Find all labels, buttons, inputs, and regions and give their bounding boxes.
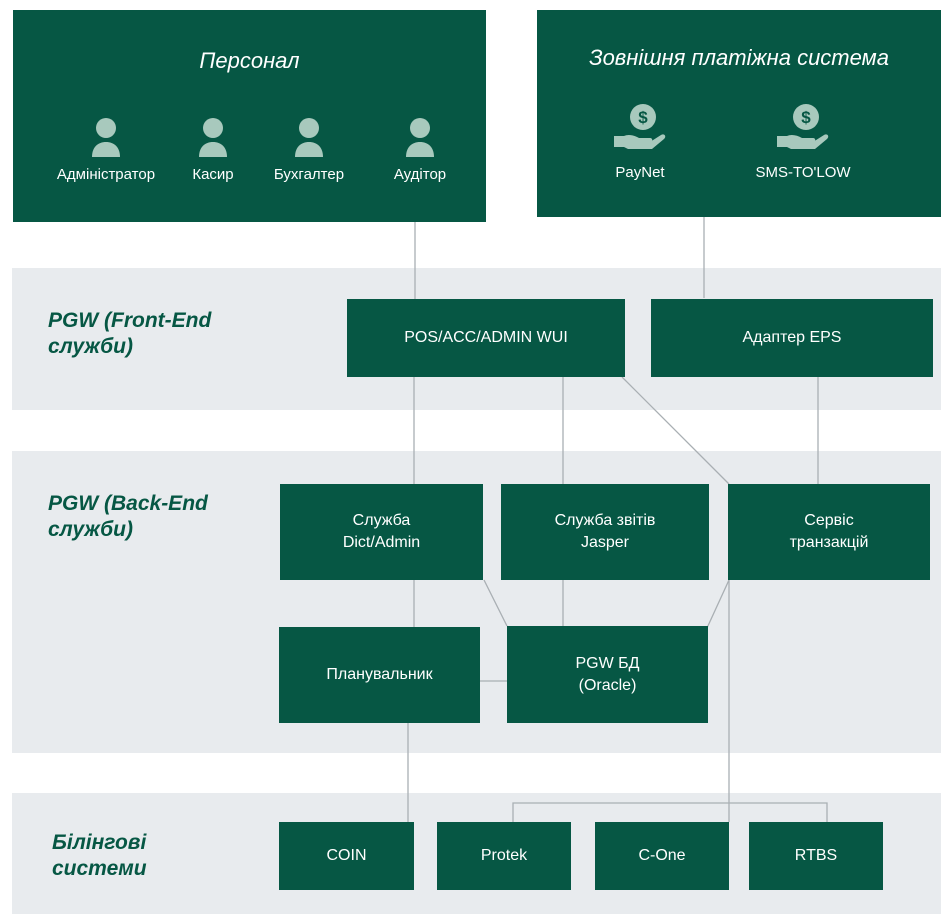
staff-member-auditor: Аудітор: [365, 118, 475, 183]
node-jasper-reports-service: Служба звітів Jasper: [501, 484, 709, 580]
payment-system-label: PayNet: [615, 164, 665, 181]
band-label-line: Білінгові: [52, 831, 147, 854]
node-dict-admin-service: Служба Dict/Admin: [280, 484, 483, 580]
svg-text:$: $: [638, 108, 648, 127]
billing-band-label: Білінгові системи: [52, 830, 147, 882]
staff-panel: Персонал Адміністратор Касир Бухгалтер А…: [13, 10, 486, 222]
node-label: Планувальник: [326, 666, 433, 683]
band-label-line: PGW (Back-End: [48, 492, 208, 515]
staff-member-cashier: Касир: [158, 118, 268, 183]
node-label: Адаптер EPS: [742, 329, 842, 346]
node-scheduler: Планувальник: [279, 627, 480, 723]
payment-system-label: SMS-TO'LOW: [755, 164, 851, 181]
connector-dict-db: [483, 579, 508, 627]
svg-text:$: $: [801, 108, 811, 127]
node-label: C-One: [638, 847, 686, 864]
band-label-line: служби): [48, 518, 133, 541]
staff-member-label: Аудітор: [393, 166, 447, 183]
node-c-one: C-One: [595, 822, 729, 890]
staff-member-administrator: Адміністратор: [51, 118, 161, 183]
node-label: Protek: [480, 847, 528, 864]
money-hand-icon: $: [614, 104, 666, 149]
node-label: транзакцій: [789, 534, 869, 551]
staff-title: Персонал: [199, 48, 300, 73]
person-icon: [92, 118, 120, 157]
node-label: Сервіс: [804, 512, 854, 529]
node-label: COIN: [326, 847, 367, 864]
person-icon: [295, 118, 323, 157]
back-end-band-label: PGW (Back-End служби): [48, 491, 208, 543]
node-label: (Oracle): [578, 676, 637, 694]
band-label-line: PGW (Front-End: [48, 309, 212, 332]
front-end-band-label: PGW (Front-End служби): [48, 308, 211, 360]
node-label: PGW БД: [575, 654, 640, 672]
staff-member-label: Касир: [192, 166, 234, 183]
person-icon: [406, 118, 434, 157]
money-hand-icon: $: [777, 104, 829, 149]
node-wui: POS/ACC/ADMIN WUI: [347, 299, 625, 377]
node-eps-adapter: Адаптер EPS: [651, 299, 933, 377]
band-label-line: служби): [48, 335, 133, 358]
node-coin: COIN: [279, 822, 414, 890]
node-label: Служба звітів: [554, 512, 656, 529]
staff-member-label: Адміністратор: [56, 166, 156, 183]
node-protek: Protek: [437, 822, 571, 890]
connector-billing-bus: [512, 802, 828, 822]
node-pgw-database: PGW БД (Oracle): [507, 626, 708, 723]
staff-member-label: Бухгалтер: [273, 166, 345, 183]
node-label: Jasper: [580, 534, 630, 551]
staff-member-accountant: Бухгалтер: [254, 118, 364, 183]
external-payment-panel: Зовнішня платіжна система $ PayNet $ SMS…: [537, 10, 941, 217]
node-label: POS/ACC/ADMIN WUI: [404, 329, 568, 346]
node-label: RTBS: [794, 847, 838, 864]
node-rtbs: RTBS: [749, 822, 883, 890]
payment-system-paynet: $ PayNet: [570, 102, 710, 181]
band-label-line: системи: [52, 857, 147, 880]
connector-wui-transactions: [621, 376, 730, 485]
node-label: Dict/Admin: [342, 534, 421, 551]
connector-transactions-db: [706, 579, 730, 629]
payment-system-sms-towlow: $ SMS-TO'LOW: [733, 102, 873, 181]
node-label: Служба: [352, 512, 411, 529]
external-title: Зовнішня платіжна система: [589, 45, 889, 70]
person-icon: [199, 118, 227, 157]
node-transactions-service: Сервіс транзакцій: [728, 484, 930, 580]
